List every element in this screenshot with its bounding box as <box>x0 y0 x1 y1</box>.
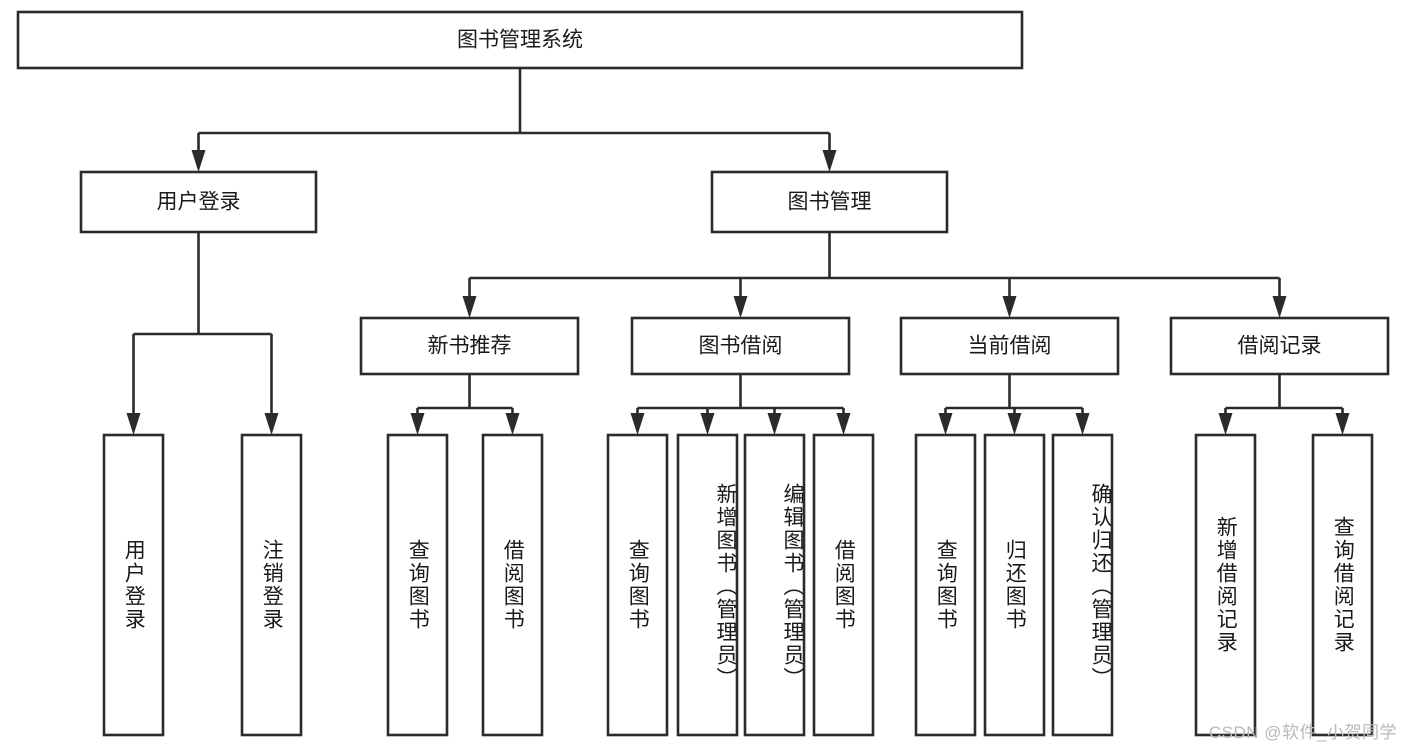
watermark: CSDN @软件_小贺同学 <box>1208 723 1397 742</box>
node-user-login[interactable] <box>79 170 318 234</box>
link-book-manage-to-borrow-record-arrowhead <box>1272 296 1287 318</box>
leaf-leaf-confirm-return[interactable] <box>1051 433 1114 737</box>
leaf-leaf-add-book[interactable] <box>676 433 739 737</box>
node-label-book-manage: 图书管理 <box>788 191 872 214</box>
link-borrow-record-to-leaf-query-record-arrowhead <box>1335 413 1350 435</box>
link-book-borrow-to-leaf-edit-book-arrowhead <box>767 413 782 435</box>
leaf-leaf-borrow-book-2[interactable] <box>812 433 875 737</box>
link-user-login-to-leaf-logout-arrowhead <box>264 413 279 435</box>
leaf-leaf-borrow-book-1[interactable] <box>481 433 544 737</box>
link-root-to-book-manage-arrowhead <box>822 150 837 172</box>
leaf-leaf-query-record[interactable] <box>1311 433 1374 737</box>
link-book-manage-to-new-book-recommend-arrowhead <box>462 296 477 318</box>
leaf-leaf-query-book-2[interactable] <box>606 433 669 737</box>
node-label-new-book-recommend: 新书推荐 <box>428 335 512 358</box>
link-borrow-record-to-leaf-add-record-arrowhead <box>1218 413 1233 435</box>
node-new-book-recommend[interactable] <box>359 316 580 376</box>
link-root-to-user-login-arrowhead <box>191 150 206 172</box>
node-label-book-borrow: 图书借阅 <box>699 335 783 358</box>
node-label-current-borrow: 当前借阅 <box>968 335 1052 358</box>
leaf-leaf-query-book-1[interactable] <box>386 433 449 737</box>
leaf-leaf-return-book[interactable] <box>983 433 1046 737</box>
link-current-borrow-to-leaf-return-book-arrowhead <box>1007 413 1022 435</box>
node-current-borrow[interactable] <box>899 316 1120 376</box>
link-book-manage-to-book-borrow-arrowhead <box>733 296 748 318</box>
leaf-leaf-edit-book[interactable] <box>743 433 806 737</box>
link-new-book-recommend-to-leaf-borrow-book-1-arrowhead <box>505 413 520 435</box>
node-label-borrow-record: 借阅记录 <box>1238 335 1322 358</box>
node-label-root: 图书管理系统 <box>457 29 583 52</box>
node-label-user-login: 用户登录 <box>157 191 241 214</box>
connector-layer <box>126 68 1350 435</box>
link-book-manage-to-current-borrow-arrowhead <box>1002 296 1017 318</box>
link-current-borrow-to-leaf-confirm-return-arrowhead <box>1075 413 1090 435</box>
leaf-leaf-user-login[interactable] <box>102 433 165 737</box>
link-user-login-to-leaf-user-login-arrowhead <box>126 413 141 435</box>
link-book-borrow-to-leaf-add-book-arrowhead <box>700 413 715 435</box>
link-book-borrow-to-leaf-borrow-book-2-arrowhead <box>836 413 851 435</box>
leaf-leaf-add-record[interactable] <box>1194 433 1257 737</box>
leaf-leaf-query-book-3[interactable] <box>914 433 977 737</box>
link-current-borrow-to-leaf-query-book-3-arrowhead <box>938 413 953 435</box>
node-book-borrow[interactable] <box>630 316 851 376</box>
node-book-manage[interactable] <box>710 170 949 234</box>
box-layer <box>16 10 1390 737</box>
leaf-leaf-logout[interactable] <box>240 433 303 737</box>
node-root[interactable] <box>16 10 1024 70</box>
link-new-book-recommend-to-leaf-query-book-1-arrowhead <box>410 413 425 435</box>
node-borrow-record[interactable] <box>1169 316 1390 376</box>
link-book-borrow-to-leaf-query-book-2-arrowhead <box>630 413 645 435</box>
